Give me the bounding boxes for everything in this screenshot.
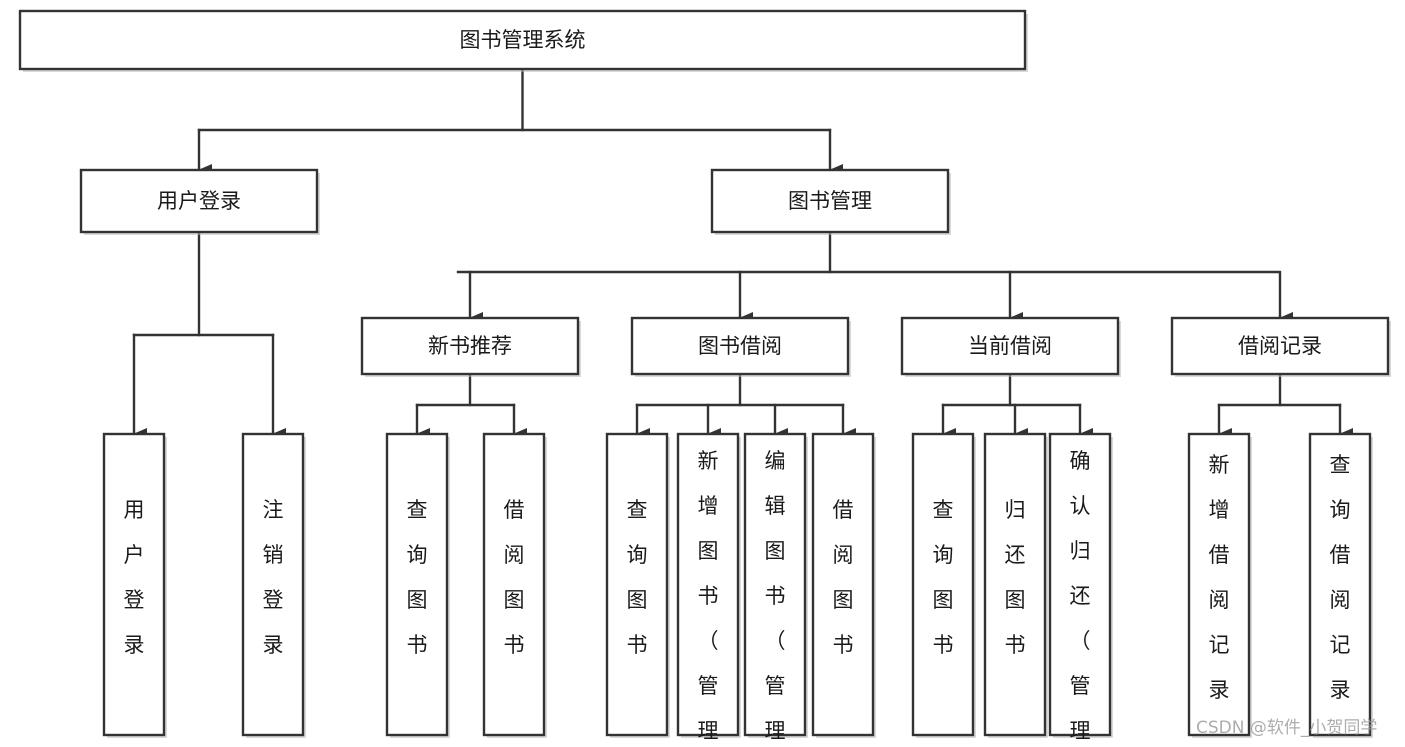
leaf-node[interactable]: 借阅图书: [811, 432, 876, 738]
leaf-node[interactable]: 注销登录: [241, 432, 306, 738]
level2-node-label: 图书借阅: [698, 334, 782, 358]
leaf-node[interactable]: 新增图书（管理员）: [676, 432, 741, 747]
level2-node[interactable]: 新书推荐: [360, 316, 581, 377]
leaf-node[interactable]: 查询借阅记录: [1308, 432, 1373, 738]
leaf-node-label: 查询图书: [933, 498, 954, 657]
level1-node[interactable]: 图书管理: [710, 168, 951, 235]
leaf-node[interactable]: 查询图书: [605, 432, 670, 738]
leaf-node-label: 新增图书（管理员）: [698, 449, 719, 747]
connector-edges: [132, 67, 1353, 440]
leaf-node-label: 归还图书: [1005, 498, 1026, 657]
csdn-watermark: CSDN @软件_小贺同学: [1196, 718, 1377, 738]
level2-node-label: 当前借阅: [968, 334, 1052, 358]
level2-node-label: 新书推荐: [428, 334, 512, 358]
root-node[interactable]: 图书管理系统: [18, 9, 1028, 72]
leaf-node[interactable]: 确认归还（管理员）: [1048, 432, 1113, 747]
leaf-node[interactable]: 查询图书: [385, 432, 450, 738]
level1-node[interactable]: 用户登录: [79, 168, 320, 235]
leaf-node-label: 注销登录: [263, 498, 284, 657]
leaf-node-label: 编辑图书（管理员）: [765, 449, 786, 747]
leaf-node-label: 查询图书: [627, 498, 648, 657]
level2-node[interactable]: 图书借阅: [630, 316, 851, 377]
root-node-label: 图书管理系统: [460, 28, 586, 52]
leaf-node-label: 查询借阅记录: [1330, 453, 1351, 702]
level2-node[interactable]: 借阅记录: [1170, 316, 1391, 377]
leaf-node-label: 确认归还（管理员）: [1070, 449, 1091, 747]
level1-node-label: 图书管理: [788, 189, 872, 213]
level2-node-label: 借阅记录: [1238, 334, 1322, 358]
leaf-node[interactable]: 新增借阅记录: [1187, 432, 1252, 738]
level2-node[interactable]: 当前借阅: [900, 316, 1121, 377]
leaf-node[interactable]: 查询图书: [911, 432, 976, 738]
leaf-node[interactable]: 归还图书: [983, 432, 1048, 738]
level1-node-label: 用户登录: [157, 189, 241, 213]
leaf-node-label: 用户登录: [124, 498, 145, 657]
leaf-node-label: 查询图书: [407, 498, 428, 657]
leaf-node[interactable]: 编辑图书（管理员）: [743, 432, 808, 747]
node-boxes: 图书管理系统用户登录图书管理新书推荐图书借阅当前借阅借阅记录用户登录注销登录查询…: [18, 9, 1391, 747]
leaf-node[interactable]: 用户登录: [102, 432, 167, 738]
leaf-node-label: 借阅图书: [833, 498, 854, 657]
leaf-node[interactable]: 借阅图书: [482, 432, 547, 738]
leaf-node-label: 新增借阅记录: [1209, 453, 1230, 702]
leaf-node-label: 借阅图书: [504, 498, 525, 657]
